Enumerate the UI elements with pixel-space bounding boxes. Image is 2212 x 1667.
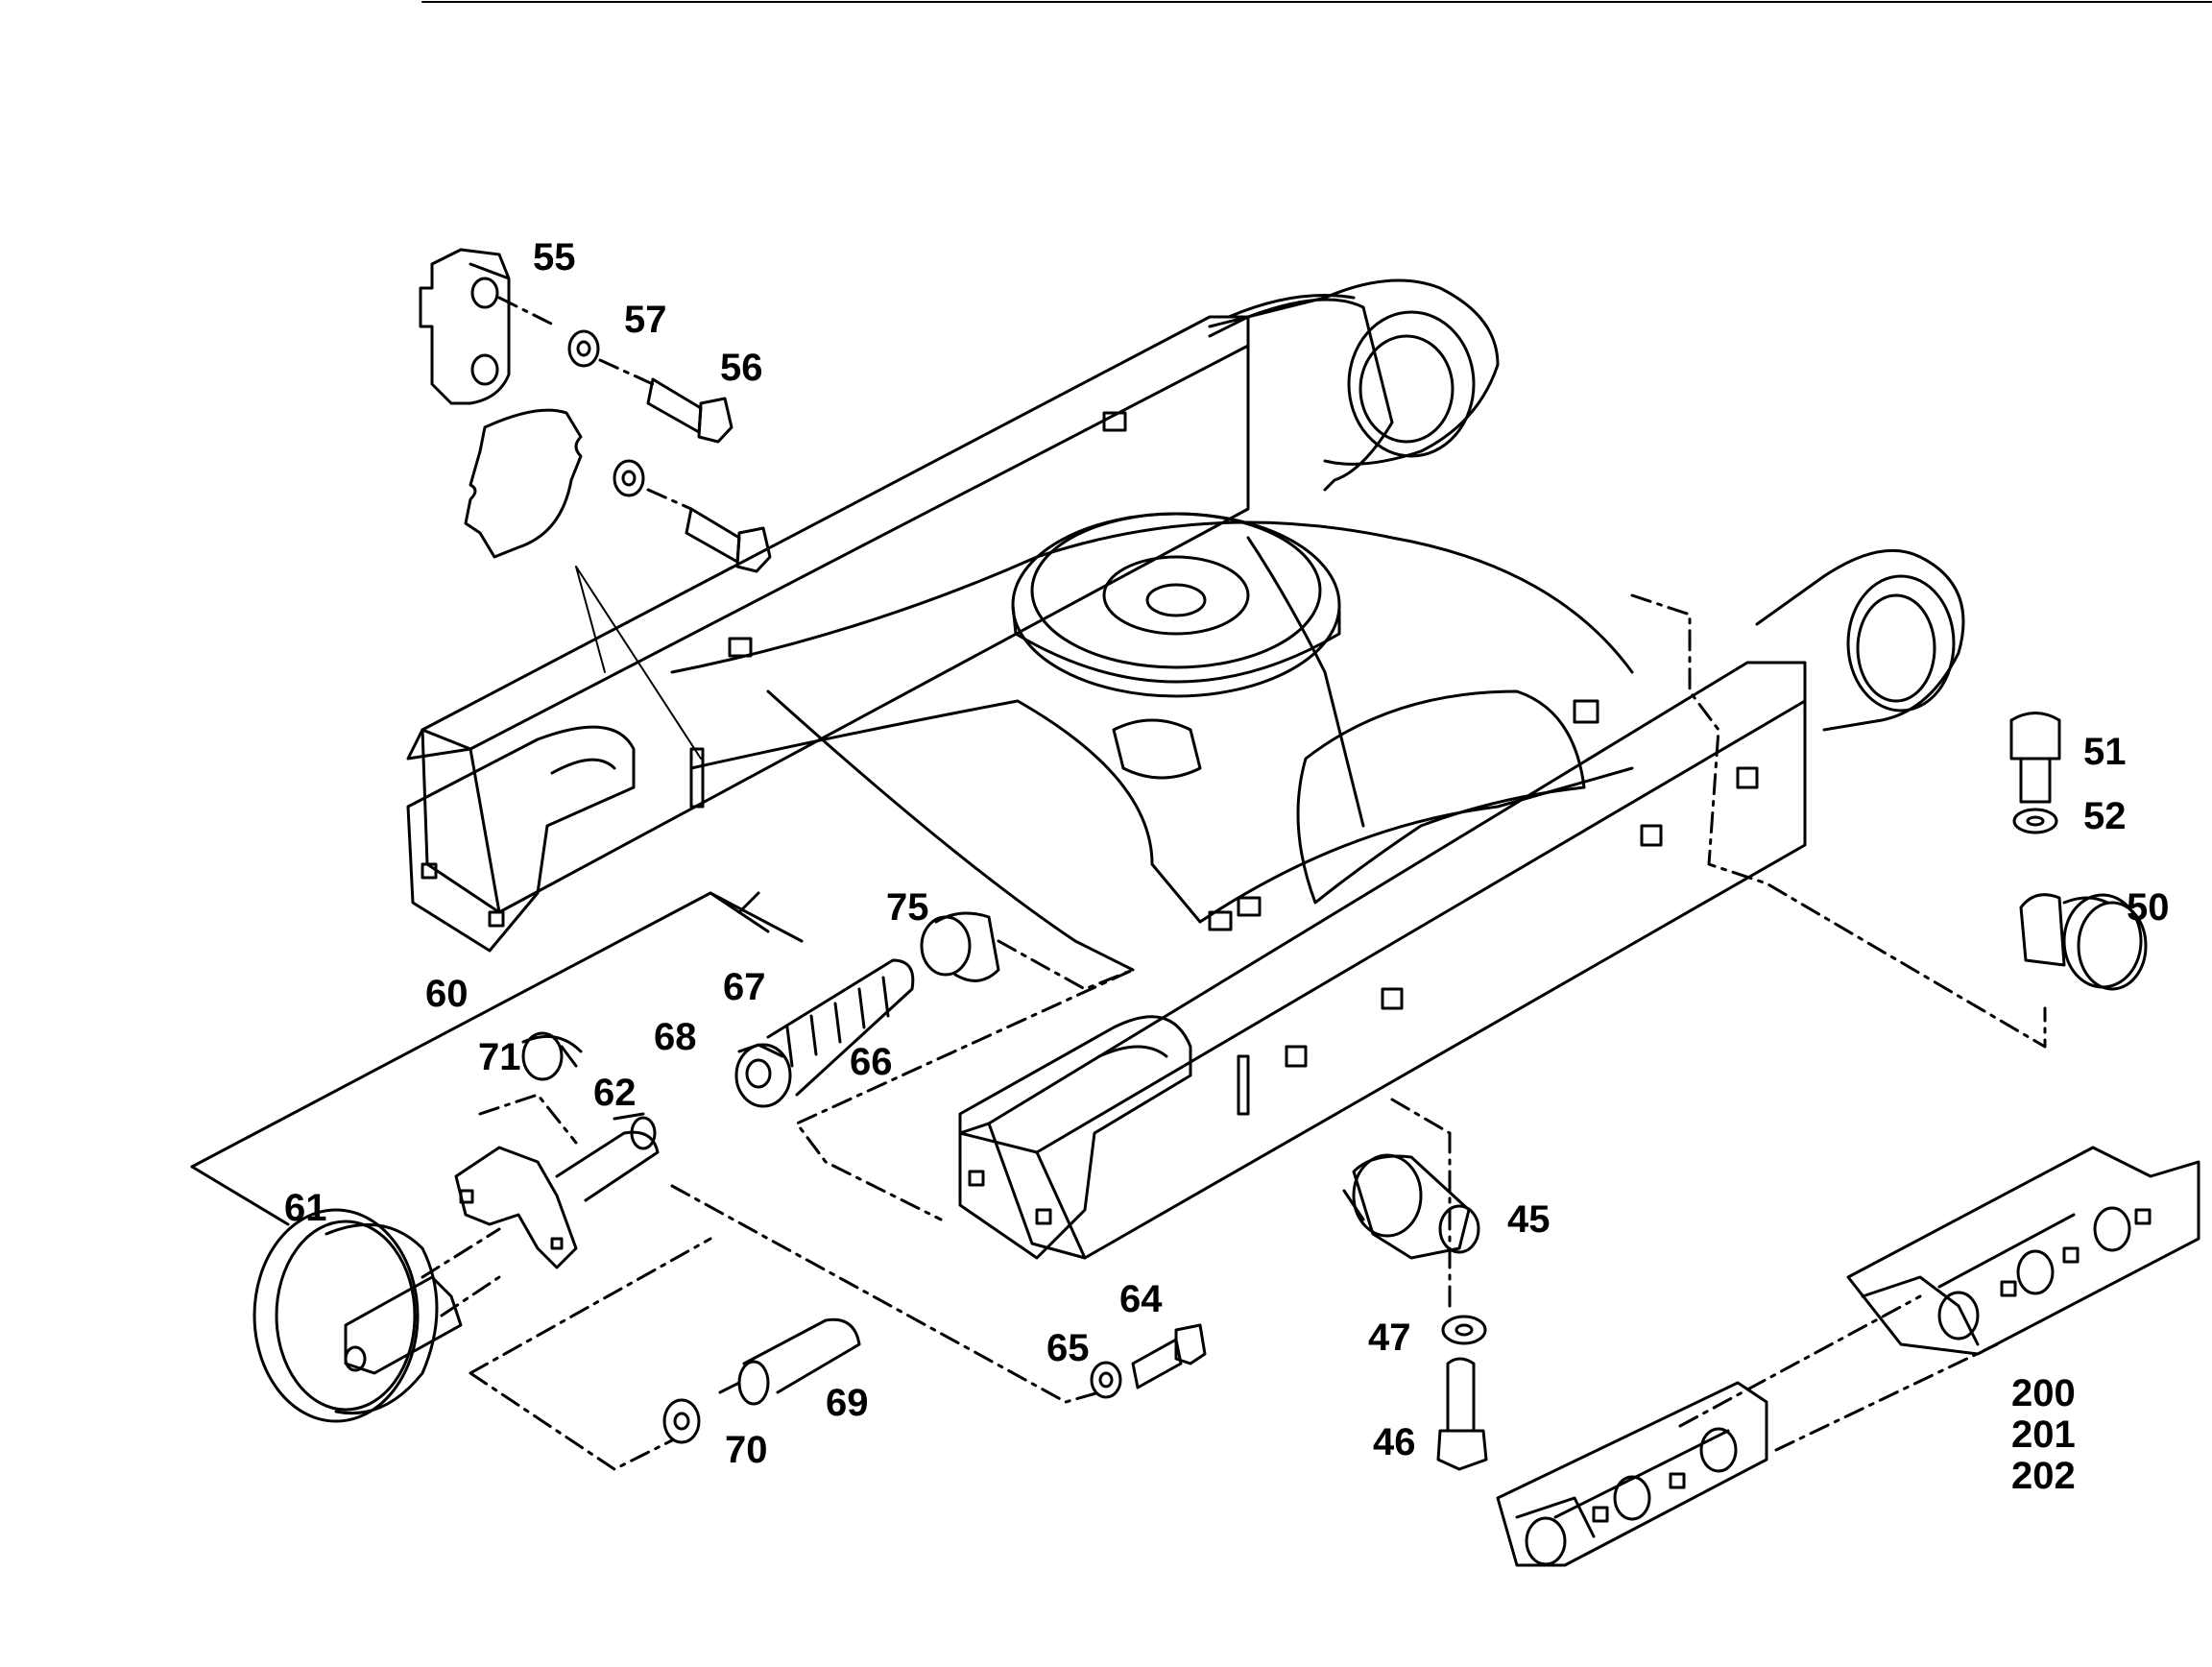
callout-75: 75 bbox=[886, 886, 929, 929]
callout-45: 45 bbox=[1507, 1198, 1551, 1241]
part-68-collar bbox=[734, 1043, 792, 1108]
part-52-washer bbox=[2012, 808, 2058, 834]
callout-61: 61 bbox=[284, 1187, 327, 1229]
callout-64: 64 bbox=[1119, 1278, 1163, 1320]
bolt-2 bbox=[685, 507, 772, 573]
callout-46: 46 bbox=[1373, 1421, 1416, 1463]
part-67-spring bbox=[766, 958, 915, 1097]
drive-mount-right bbox=[1755, 548, 1965, 732]
callout-50: 50 bbox=[2127, 886, 2170, 929]
callout-200: 200 bbox=[2011, 1372, 2076, 1414]
idler-guide-right bbox=[958, 1015, 1192, 1260]
callout-55: 55 bbox=[533, 236, 576, 278]
callout-67: 67 bbox=[723, 966, 766, 1008]
track-frame bbox=[406, 278, 2047, 1260]
callout-60: 60 bbox=[425, 973, 469, 1015]
callout-66: 66 bbox=[850, 1041, 893, 1083]
part-57-washer bbox=[567, 329, 600, 368]
track-chain-lower bbox=[1496, 1381, 1768, 1567]
callout-47: 47 bbox=[1368, 1317, 1411, 1359]
callout-62: 62 bbox=[593, 1072, 637, 1114]
callout-69: 69 bbox=[826, 1382, 869, 1424]
callout-71: 71 bbox=[478, 1036, 521, 1078]
drive-mount-left bbox=[1208, 278, 1500, 466]
part-45-roller bbox=[1342, 1153, 1480, 1260]
callout-202: 202 bbox=[2011, 1455, 2076, 1497]
part-47-washer bbox=[1441, 1315, 1487, 1345]
callout-68: 68 bbox=[654, 1016, 697, 1058]
part-70-washer bbox=[662, 1398, 701, 1444]
callout-70: 70 bbox=[725, 1429, 768, 1471]
callout-stack-chain: 200 201 202 bbox=[2011, 1373, 2076, 1497]
part-51-bolt bbox=[2009, 712, 2061, 804]
callout-65: 65 bbox=[1046, 1327, 1090, 1369]
callout-201: 201 bbox=[2011, 1413, 2076, 1456]
callout-57: 57 bbox=[624, 299, 667, 341]
part-64-bolt bbox=[1131, 1323, 1207, 1389]
callout-52: 52 bbox=[2083, 795, 2127, 837]
part-55-plate bbox=[419, 248, 511, 405]
part-75-sleeve bbox=[920, 911, 1000, 982]
part-69-cylinder bbox=[718, 1317, 861, 1406]
part-56-bolt bbox=[646, 377, 733, 444]
washer-2 bbox=[613, 459, 645, 497]
part-65-washer bbox=[1090, 1361, 1122, 1399]
callout-51: 51 bbox=[2083, 731, 2127, 773]
part-71-plug bbox=[521, 1031, 583, 1081]
swing-bearing bbox=[1011, 512, 1341, 698]
idler-guide-left bbox=[406, 725, 636, 953]
part-46-bolt bbox=[1436, 1357, 1488, 1471]
callout-56: 56 bbox=[720, 347, 763, 389]
part-62-yoke bbox=[454, 1112, 660, 1269]
gasket-plate bbox=[464, 408, 583, 559]
part-61-idler-wheel bbox=[252, 1208, 463, 1423]
track-chain-upper bbox=[1846, 1146, 2200, 1356]
part-50-roller bbox=[2019, 893, 2148, 991]
